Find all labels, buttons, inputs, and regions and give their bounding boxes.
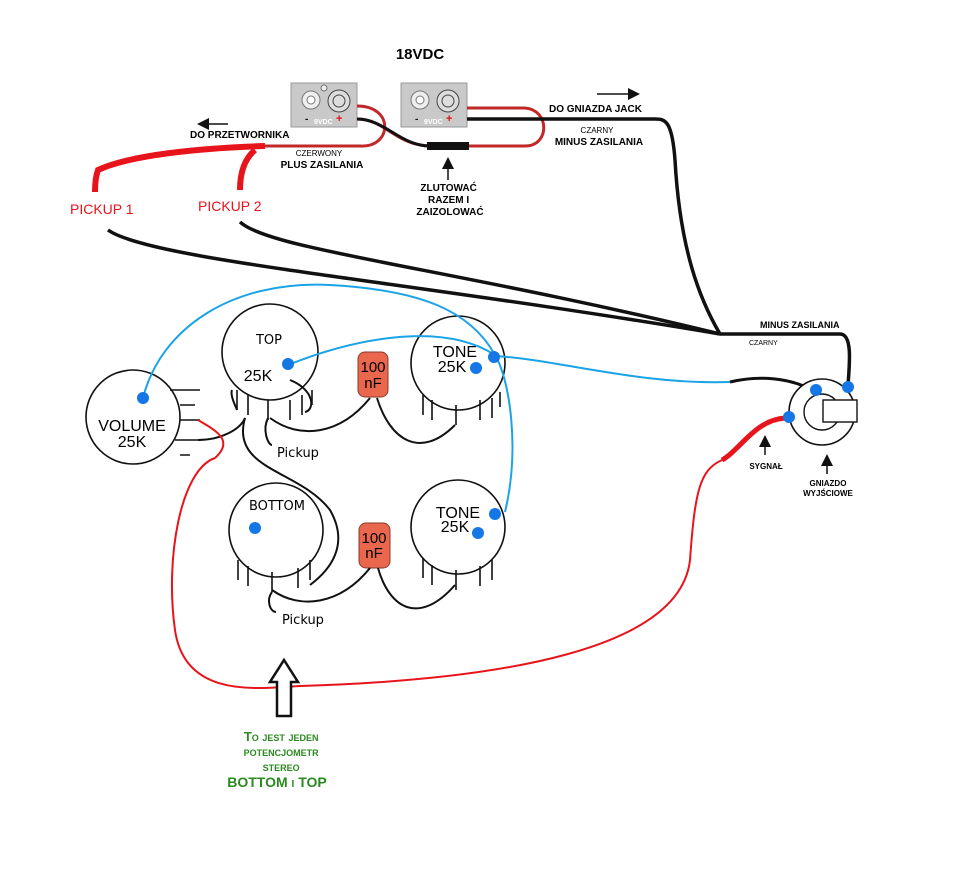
plus-sign: + — [446, 113, 452, 125]
pickup-wire-label-bottom: Pickup — [282, 613, 324, 628]
battery-1: - 9VDC + — [290, 82, 358, 128]
to-pickup-label: DO PRZETWORNIKA — [190, 130, 289, 141]
battery-label: 9VDC — [314, 119, 333, 126]
battery-2: - 9VDC + — [400, 82, 468, 128]
red-color-label: CZERWONY — [296, 149, 343, 158]
jack-black-label: CZARNY — [749, 340, 778, 347]
plus-supply-label: PLUS ZASILANIA — [281, 160, 364, 171]
signal-wire — [170, 417, 786, 690]
pickup-wire-label-top: Pickup — [277, 446, 319, 461]
top-pot — [221, 303, 319, 401]
stereo-pot-note: To jest jeden potencjometr stereo BOTTOM… — [227, 729, 327, 790]
plus-sign: + — [336, 113, 342, 125]
top-label: TOP — [255, 333, 282, 348]
black-color-label: CZARNY — [581, 126, 615, 135]
minus-supply-label: MINUS ZASILANIA — [555, 137, 643, 148]
pickup-2-label: PICKUP 2 — [198, 198, 262, 214]
volume-pot — [85, 369, 181, 465]
top-value: 25K — [244, 368, 273, 385]
jack-minus-wire — [720, 332, 852, 386]
hollow-arrow-icon — [267, 657, 301, 718]
battery-link-black-wire — [356, 117, 431, 148]
power-title: 18VDC — [396, 46, 445, 63]
pots — [85, 303, 506, 592]
minus-sign: - — [305, 114, 308, 125]
signal-wire-thick — [720, 415, 786, 463]
output-jack — [783, 378, 858, 446]
pickup-1-label: PICKUP 1 — [70, 201, 134, 217]
solder-sleeve — [427, 142, 469, 150]
pickup2-red-wire — [237, 147, 258, 191]
battery-label: 9VDC — [424, 119, 443, 126]
pickup1-red-wire — [92, 143, 266, 193]
tone2-pot — [410, 479, 506, 575]
internal-wires — [197, 379, 456, 613]
minus-sign: - — [415, 114, 418, 125]
bottom-pot — [228, 482, 324, 578]
solder-note: ZLUTOWAĆ RAZEM I ZAIZOLOWAĆ — [416, 181, 483, 218]
bottom-label: BOTTOM — [249, 499, 305, 514]
pickup1-black-wire — [106, 228, 721, 336]
solder-points — [137, 351, 501, 539]
signal-label: SYGNAŁ — [749, 462, 782, 471]
to-jack-label: DO GNIAZDA JACK — [549, 104, 643, 115]
minus-supply-wire — [467, 117, 722, 335]
pickup2-black-wire — [238, 220, 721, 336]
jack-minus-label: MINUS ZASILANIA — [760, 320, 840, 330]
